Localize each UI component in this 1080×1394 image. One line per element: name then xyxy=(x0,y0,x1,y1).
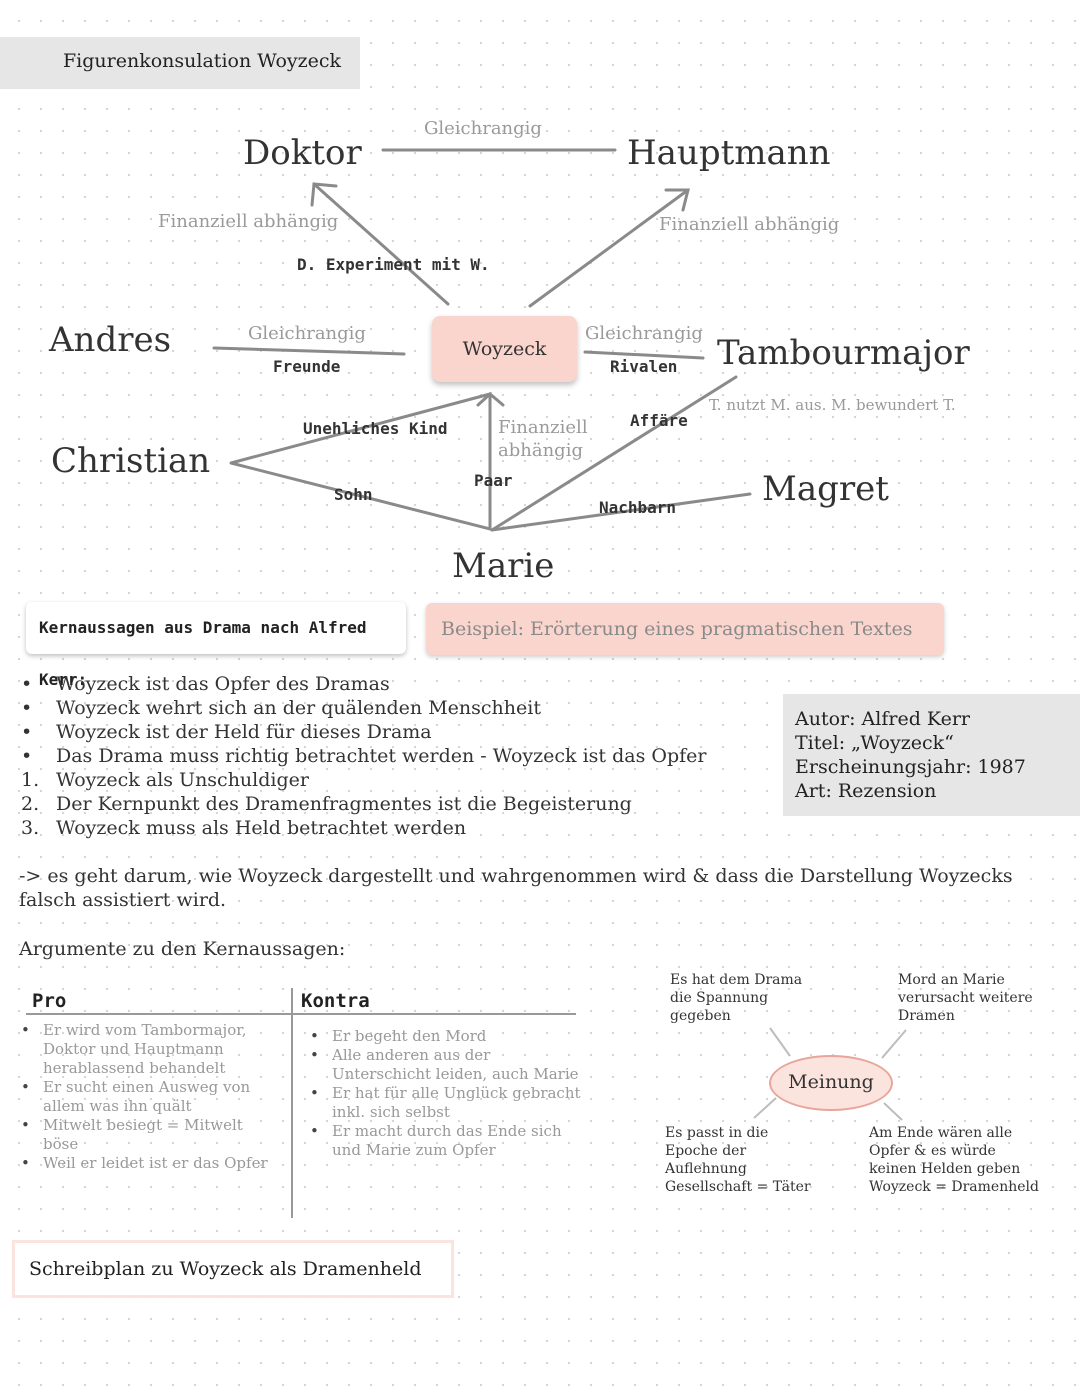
kontra-list: Er begeht den Mord Alle anderen aus derU… xyxy=(308,1027,581,1160)
label-doktor-hauptmann: Gleichrangig xyxy=(424,118,542,139)
meinung-bubble: Meinung xyxy=(769,1055,893,1111)
argumente-heading: Argumente zu den Kernaussagen: xyxy=(19,938,346,960)
node-magret: Magret xyxy=(762,469,889,509)
info-autor: Autor: Alfred Kerr xyxy=(795,708,971,730)
line-marie-magret xyxy=(490,492,752,532)
line-christian-triangle xyxy=(229,392,492,531)
node-andres: Andres xyxy=(49,320,172,360)
label-andres-freunde: Freunde xyxy=(273,357,341,376)
label-nachbarn: Nachbarn xyxy=(599,498,677,517)
label-unehelich: Unehliches Kind xyxy=(303,419,448,438)
mm-line-bl xyxy=(753,1097,777,1119)
label-marie-finanziell-1: Finanziell xyxy=(498,417,588,438)
page-title: Figurenkonsulation Woyzeck xyxy=(0,37,360,89)
line-woyzeck-doktor xyxy=(312,182,450,306)
info-jahr: Erscheinungsjahr: 1987 xyxy=(795,756,1026,778)
mm-line-tl xyxy=(769,1027,791,1057)
info-box: Autor: Alfred Kerr Titel: „Woyzeck“ Ersc… xyxy=(783,694,1080,816)
list-item: •Woyzeck wehrt sich an der quälenden Men… xyxy=(21,697,541,719)
line-marie-tambourmajor xyxy=(490,375,738,532)
list-item: •Das Drama muss richtig betrachtet werde… xyxy=(21,745,707,767)
pro-heading: Pro xyxy=(32,990,67,1012)
label-tambour-gleichrangig: Gleichrangig xyxy=(585,323,703,344)
list-item: 2.Der Kernpunkt des Dramenfragmentes ist… xyxy=(21,793,632,815)
node-marie: Marie xyxy=(452,546,555,586)
arrow-doktor xyxy=(310,182,338,207)
node-woyzeck: Woyzeck xyxy=(432,316,577,382)
label-marie-finanziell-2: abhängig xyxy=(498,440,583,461)
line-andres-woyzeck xyxy=(212,346,406,356)
label-experiment: D. Experiment mit W. xyxy=(297,255,490,274)
mm-line-br xyxy=(883,1102,903,1121)
list-item: 3.Woyzeck muss als Held betrachtet werde… xyxy=(21,817,467,839)
line-woyzeck-hauptmann xyxy=(528,188,690,308)
list-item: 1.Woyzeck als Unschuldiger xyxy=(21,769,309,791)
mm-line-tr xyxy=(881,1029,907,1059)
pro-list: Er wird vom Tambormajor,Doktor und Haupt… xyxy=(19,1021,268,1173)
node-tambourmajor: Tambourmajor xyxy=(717,333,970,373)
kontra-heading: Kontra xyxy=(301,990,370,1012)
label-tambour-marie: T. nutzt M. aus. M. bewundert T. xyxy=(709,396,956,414)
line-woyzeck-tambourmajor xyxy=(583,350,705,360)
info-titel: Titel: „Woyzeck“ xyxy=(795,732,954,754)
label-tambour-rivalen: Rivalen xyxy=(610,357,678,376)
list-item: •Woyzeck ist das Opfer des Dramas xyxy=(21,673,390,695)
kernaussagen-list: •Woyzeck ist das Opfer des Dramas •Woyze… xyxy=(18,672,706,840)
label-affaere: Affäre xyxy=(630,411,688,430)
list-item: Weil er leidet ist er das Opfer xyxy=(19,1154,268,1173)
beispiel-label: Beispiel: Erörterung eines pragmatischen… xyxy=(426,603,944,655)
label-doktor-finanziell: Finanziell abhängig xyxy=(158,211,339,232)
label-hauptmann-finanziell: Finanziell abhängig xyxy=(659,214,840,235)
label-sohn: Sohn xyxy=(334,485,373,504)
schreibplan-label: Schreibplan zu Woyzeck als Dramenheld xyxy=(12,1240,454,1298)
list-item: •Woyzeck ist der Held für dieses Drama xyxy=(21,721,432,743)
list-item: Er wird vom Tambormajor,Doktor und Haupt… xyxy=(19,1021,268,1078)
node-doktor: Doktor xyxy=(243,133,362,173)
kernaussagen-label: Kernaussagen aus Drama nach Alfred Kerr: xyxy=(26,602,406,689)
list-item: Er begeht den Mord xyxy=(308,1027,581,1046)
node-christian: Christian xyxy=(51,441,211,481)
arrow-woyzeck xyxy=(476,392,505,407)
node-hauptmann: Hauptmann xyxy=(627,133,831,173)
arrow-hauptmann xyxy=(664,188,690,212)
info-art: Art: Rezension xyxy=(795,780,937,802)
label-andres-gleichrangig: Gleichrangig xyxy=(248,323,366,344)
note-text: -> es geht darum, wie Woyzeck dargestell… xyxy=(19,865,1013,911)
label-paar: Paar xyxy=(474,471,513,490)
